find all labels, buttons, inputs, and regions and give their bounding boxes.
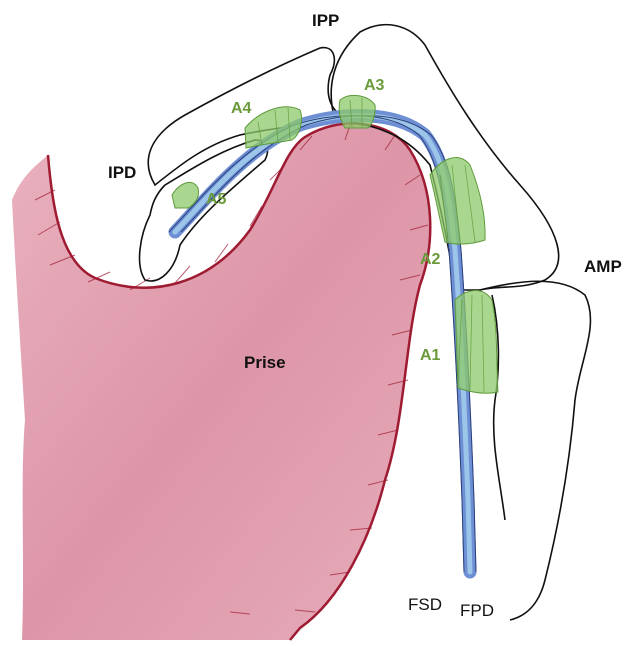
pulley-a2-shape	[430, 158, 485, 244]
metacarpal	[480, 281, 590, 620]
label-ipd: IPD	[108, 163, 136, 182]
pulley-a3-shape	[339, 95, 375, 128]
label-prise: Prise	[244, 353, 286, 372]
label-amp: AMP	[584, 257, 622, 276]
label-fpd: FPD	[460, 601, 494, 620]
label-ipp: IPP	[312, 11, 339, 30]
label-a3: A3	[364, 77, 385, 94]
label-fsd: FSD	[408, 595, 442, 614]
label-a4: A4	[231, 100, 252, 117]
label-a5: A5	[206, 191, 227, 208]
label-a1: A1	[420, 347, 441, 364]
pulley-a4-shape	[245, 107, 302, 148]
label-a2: A2	[420, 251, 441, 268]
